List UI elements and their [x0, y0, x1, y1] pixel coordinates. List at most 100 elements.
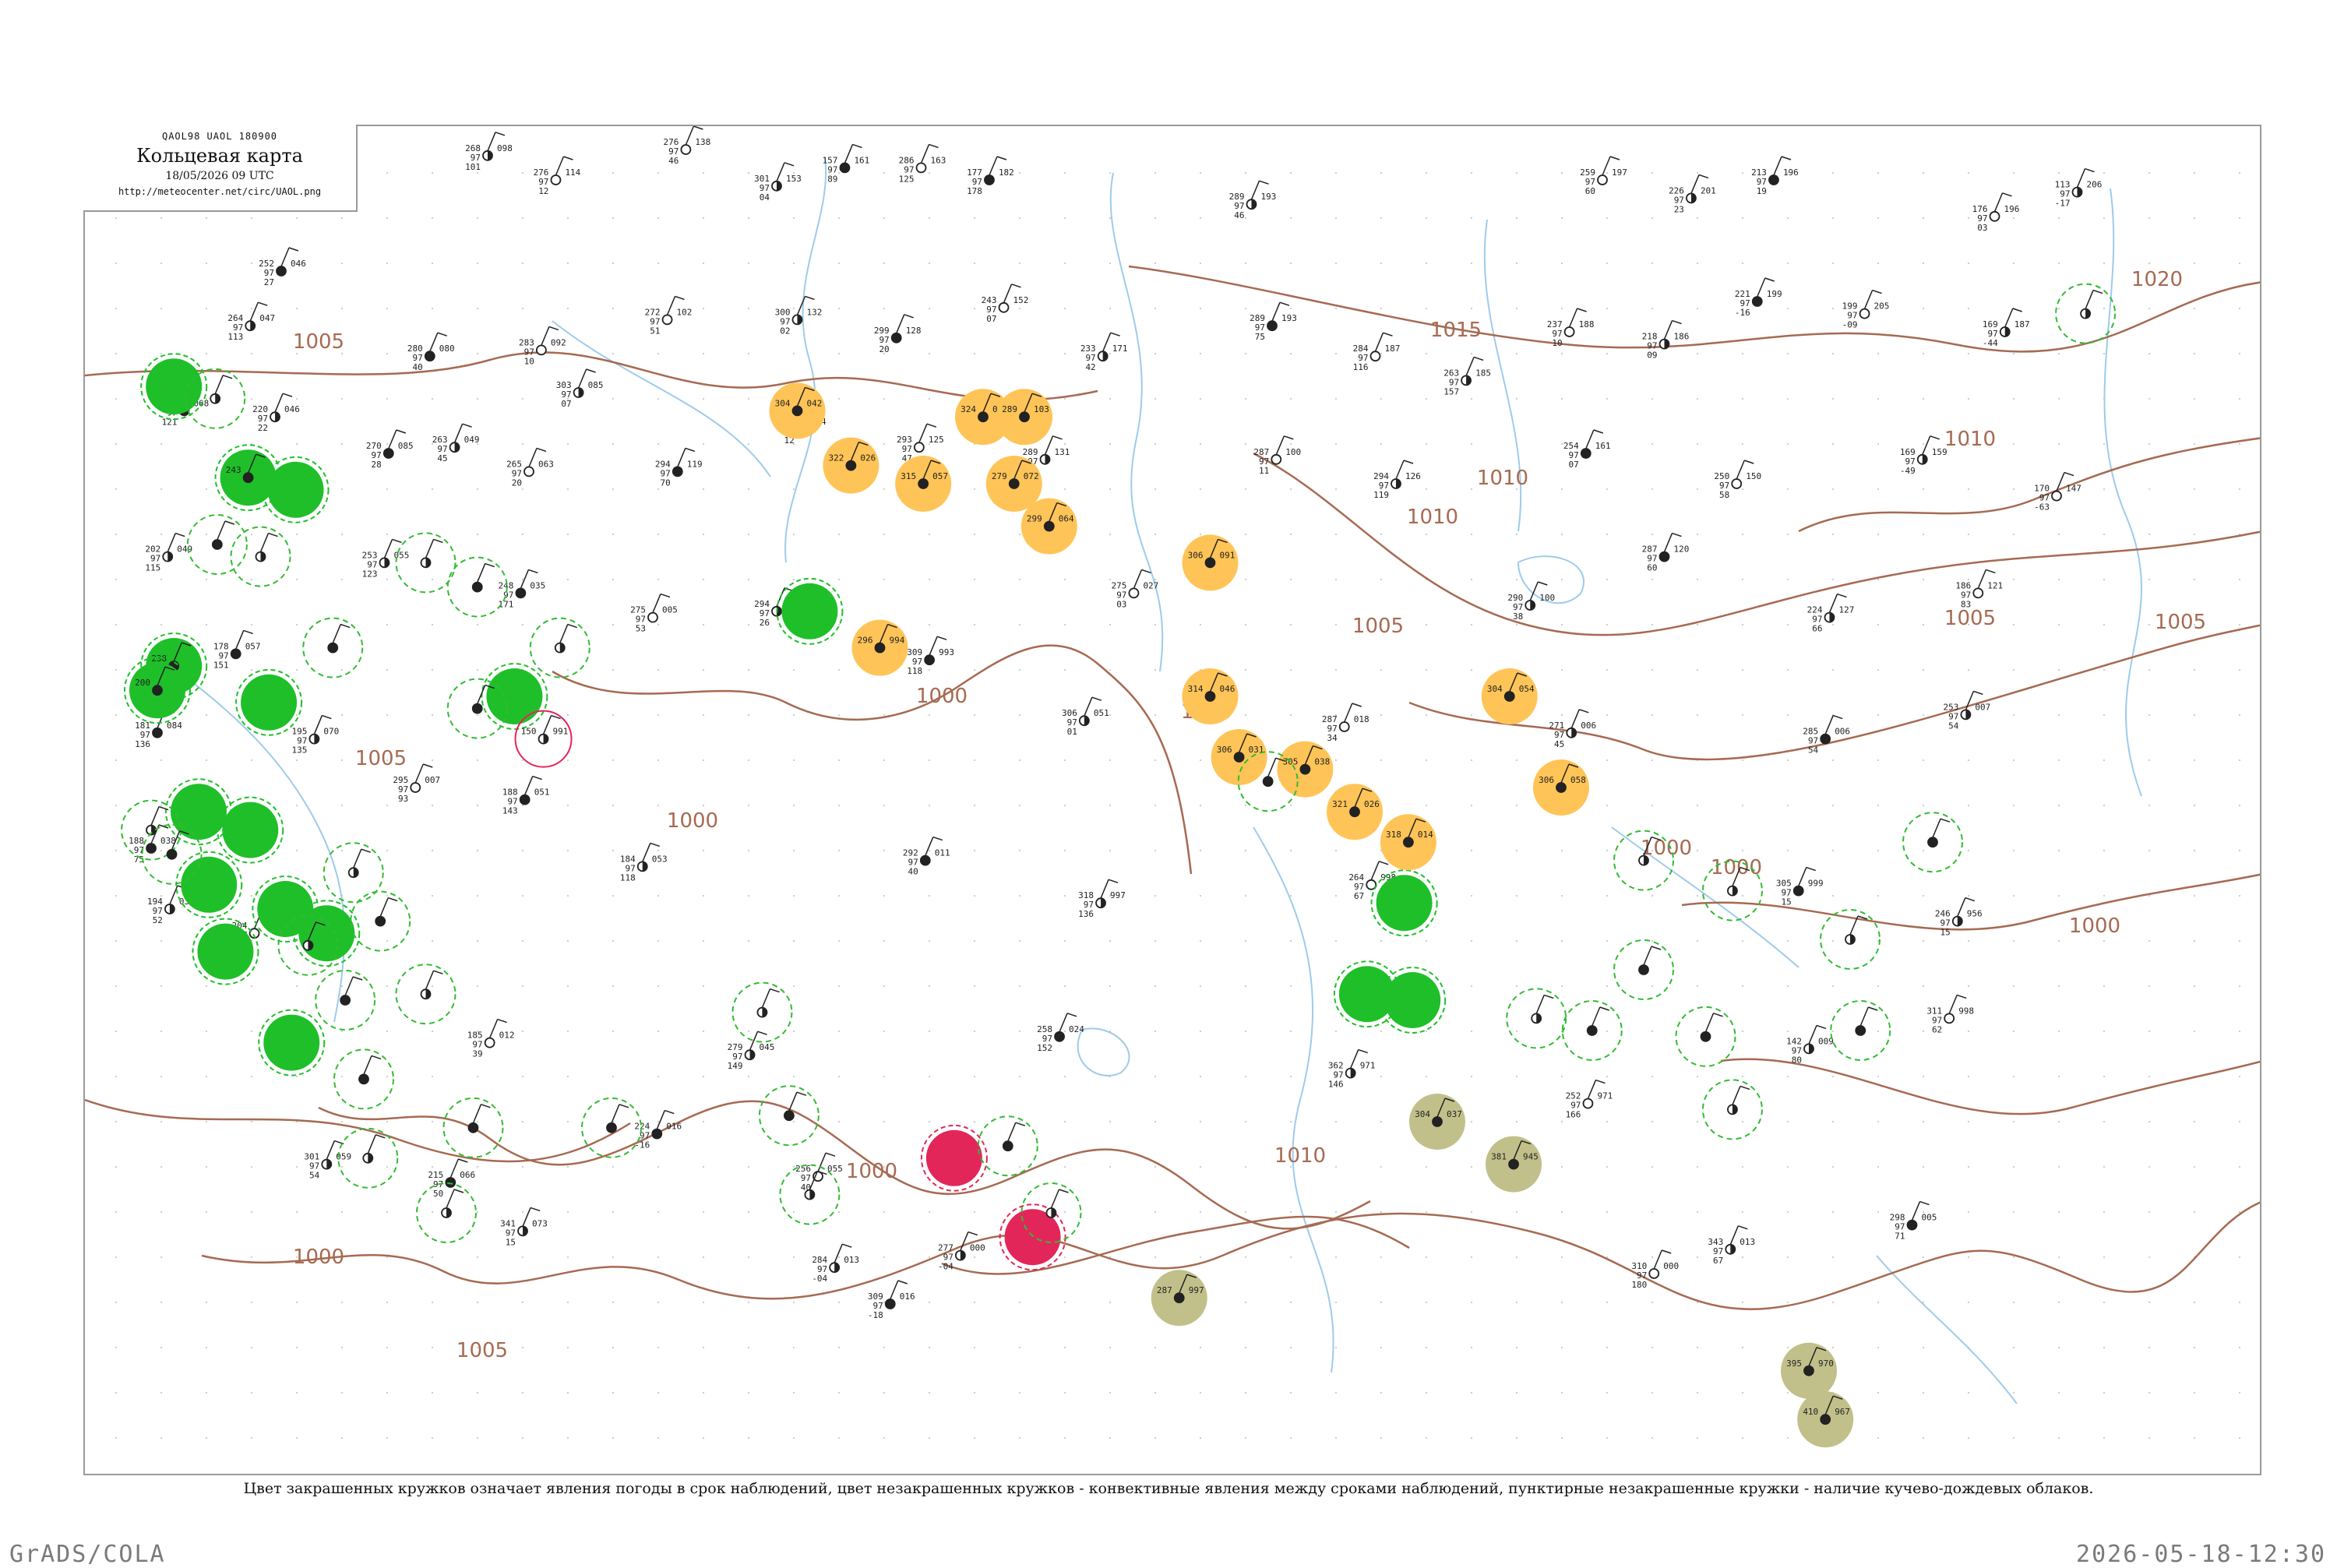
station[interactable]	[258, 1009, 326, 1076]
station[interactable]	[1237, 751, 1299, 812]
station[interactable]	[416, 1182, 477, 1243]
station[interactable]	[192, 918, 259, 985]
station[interactable]	[1701, 860, 1763, 921]
station[interactable]	[529, 617, 590, 678]
station[interactable]	[779, 1164, 841, 1225]
station[interactable]	[165, 778, 232, 846]
station[interactable]	[1020, 1182, 1082, 1243]
station[interactable]	[446, 556, 508, 618]
station[interactable]: 243	[214, 444, 282, 512]
station[interactable]	[1506, 988, 1567, 1049]
station[interactable]	[185, 368, 246, 429]
station[interactable]	[1902, 812, 1963, 873]
station[interactable]	[776, 577, 844, 645]
station[interactable]	[1820, 909, 1881, 970]
station[interactable]	[262, 456, 330, 523]
station[interactable]: 2891319714	[1023, 435, 1070, 476]
station[interactable]	[395, 964, 456, 1025]
map-url[interactable]: http://meteocenter.net/circ/UAOL.png	[118, 186, 322, 197]
station[interactable]	[175, 851, 243, 918]
station[interactable]	[395, 532, 456, 594]
station[interactable]	[277, 914, 339, 976]
station[interactable]	[315, 970, 376, 1031]
station[interactable]	[350, 890, 411, 952]
station[interactable]	[920, 1124, 988, 1192]
station[interactable]	[323, 842, 384, 904]
station[interactable]	[442, 1097, 504, 1158]
station[interactable]	[235, 668, 303, 736]
station[interactable]	[217, 796, 284, 864]
station[interactable]	[1613, 830, 1674, 891]
station[interactable]	[977, 1115, 1038, 1177]
